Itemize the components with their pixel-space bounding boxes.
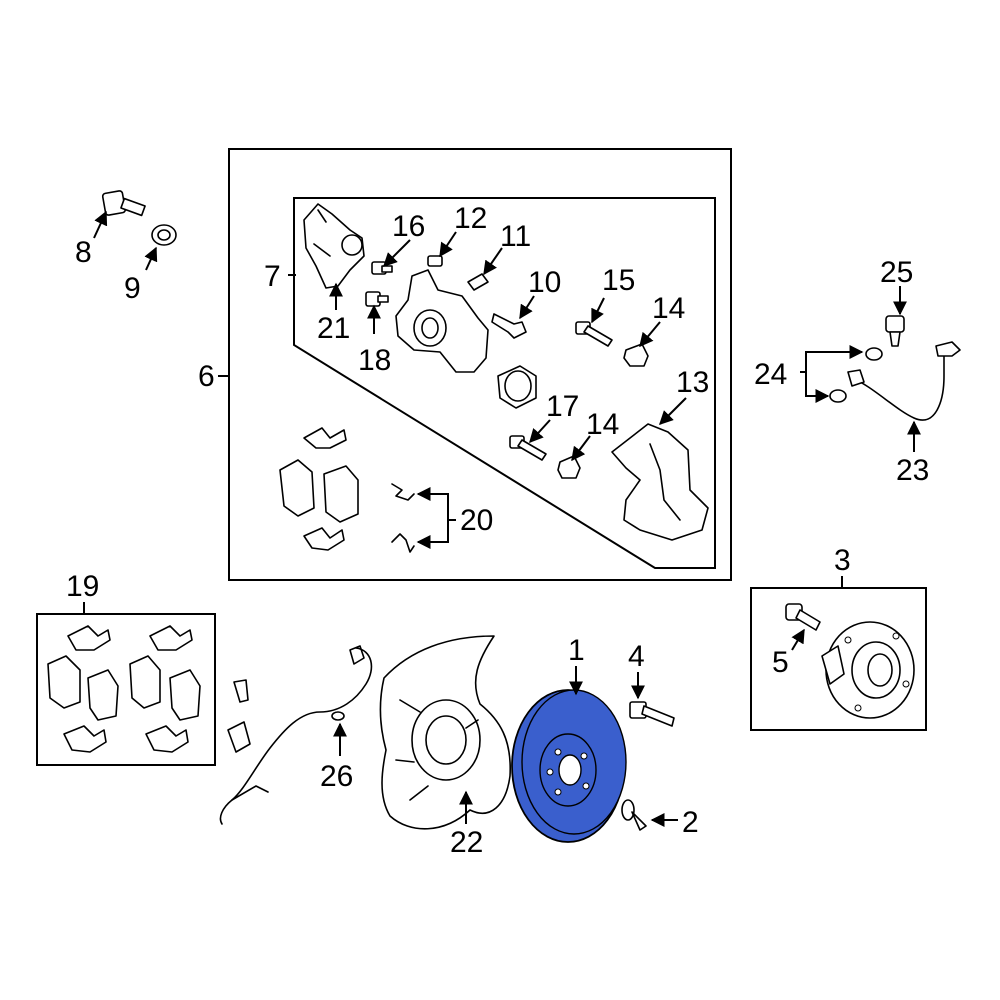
hub-assembly-box [750,587,927,731]
part-21-bracket[interactable] [303,203,365,289]
callout-18: 18 [358,344,391,377]
part-18-bolt[interactable] [365,291,389,307]
part-14-boot-lower[interactable] [557,455,581,479]
part-5-bolt[interactable] [785,603,821,631]
part-12-cap[interactable] [427,255,443,267]
callout-11: 11 [500,220,531,253]
callout-22: 22 [450,826,483,859]
callout-labels: 8 9 6 7 21 16 12 11 10 18 15 14 13 17 14… [66,202,929,859]
callout-23: 23 [896,454,929,487]
callout-15: 15 [602,264,635,297]
part-17-pin[interactable] [509,435,547,461]
part-24-washers[interactable] [829,347,883,403]
callout-5: 5 [772,646,789,679]
part-1-brake-rotor[interactable] [511,689,627,843]
callout-10: 10 [528,266,561,299]
part-25-banjo-bolt[interactable] [885,315,905,347]
rotor-center-bore [558,754,582,786]
callout-14a: 14 [652,292,685,325]
rotor-stud-hole [554,748,562,756]
callout-14b: 14 [586,408,619,441]
part-14-boot-upper[interactable] [623,343,649,367]
callout-3: 3 [834,544,851,577]
part-16-bolt[interactable] [371,261,393,275]
rotor-stud-hole [580,752,588,760]
callout-7: 7 [264,260,281,293]
callout-4: 4 [628,640,645,673]
part-19-pad-kit[interactable] [47,625,201,753]
callout-2: 2 [682,806,699,839]
callout-19: 19 [66,570,99,603]
part-2-screw[interactable] [621,799,647,831]
part-26-abs-sensor[interactable] [219,645,373,825]
callout-26: 26 [320,760,353,793]
caliper-assembly-box [228,148,732,581]
caliper-subassembly-box [293,197,716,569]
callout-21: 21 [317,312,350,345]
callout-9: 9 [124,272,141,305]
part-4-bolt[interactable] [629,701,675,727]
callout-6: 6 [198,360,215,393]
rotor-stud-hole [582,782,590,790]
part-11-bleeder[interactable] [467,273,489,291]
callout-24: 24 [754,358,787,391]
callout-8: 8 [75,236,92,269]
rotor-stud-hole [546,768,554,776]
callout-25: 25 [880,256,913,289]
part-20-clips[interactable] [391,483,415,553]
callout-17: 17 [546,390,579,423]
part-15-pin[interactable] [575,321,613,347]
caliper-piston[interactable] [497,365,537,409]
part-8-bolt[interactable] [101,190,146,217]
pad-kit-box [36,613,216,766]
callout-16: 16 [392,210,425,243]
part-10-bleeder[interactable] [491,313,527,339]
part-23-brake-hose[interactable] [847,341,961,421]
caliper-housing[interactable] [395,269,489,373]
caliper-pads-group[interactable] [279,427,359,551]
part-22-dust-shield[interactable] [379,635,511,830]
leader-lines [83,210,921,827]
callout-1: 1 [568,634,585,667]
part-3-hub-bearing[interactable] [821,621,915,719]
callout-13: 13 [676,366,709,399]
callout-12: 12 [454,202,487,235]
part-9-washer[interactable] [151,224,177,246]
part-13-carrier[interactable] [611,423,709,541]
callout-20: 20 [460,504,493,537]
rotor-stud-hole [554,788,562,796]
